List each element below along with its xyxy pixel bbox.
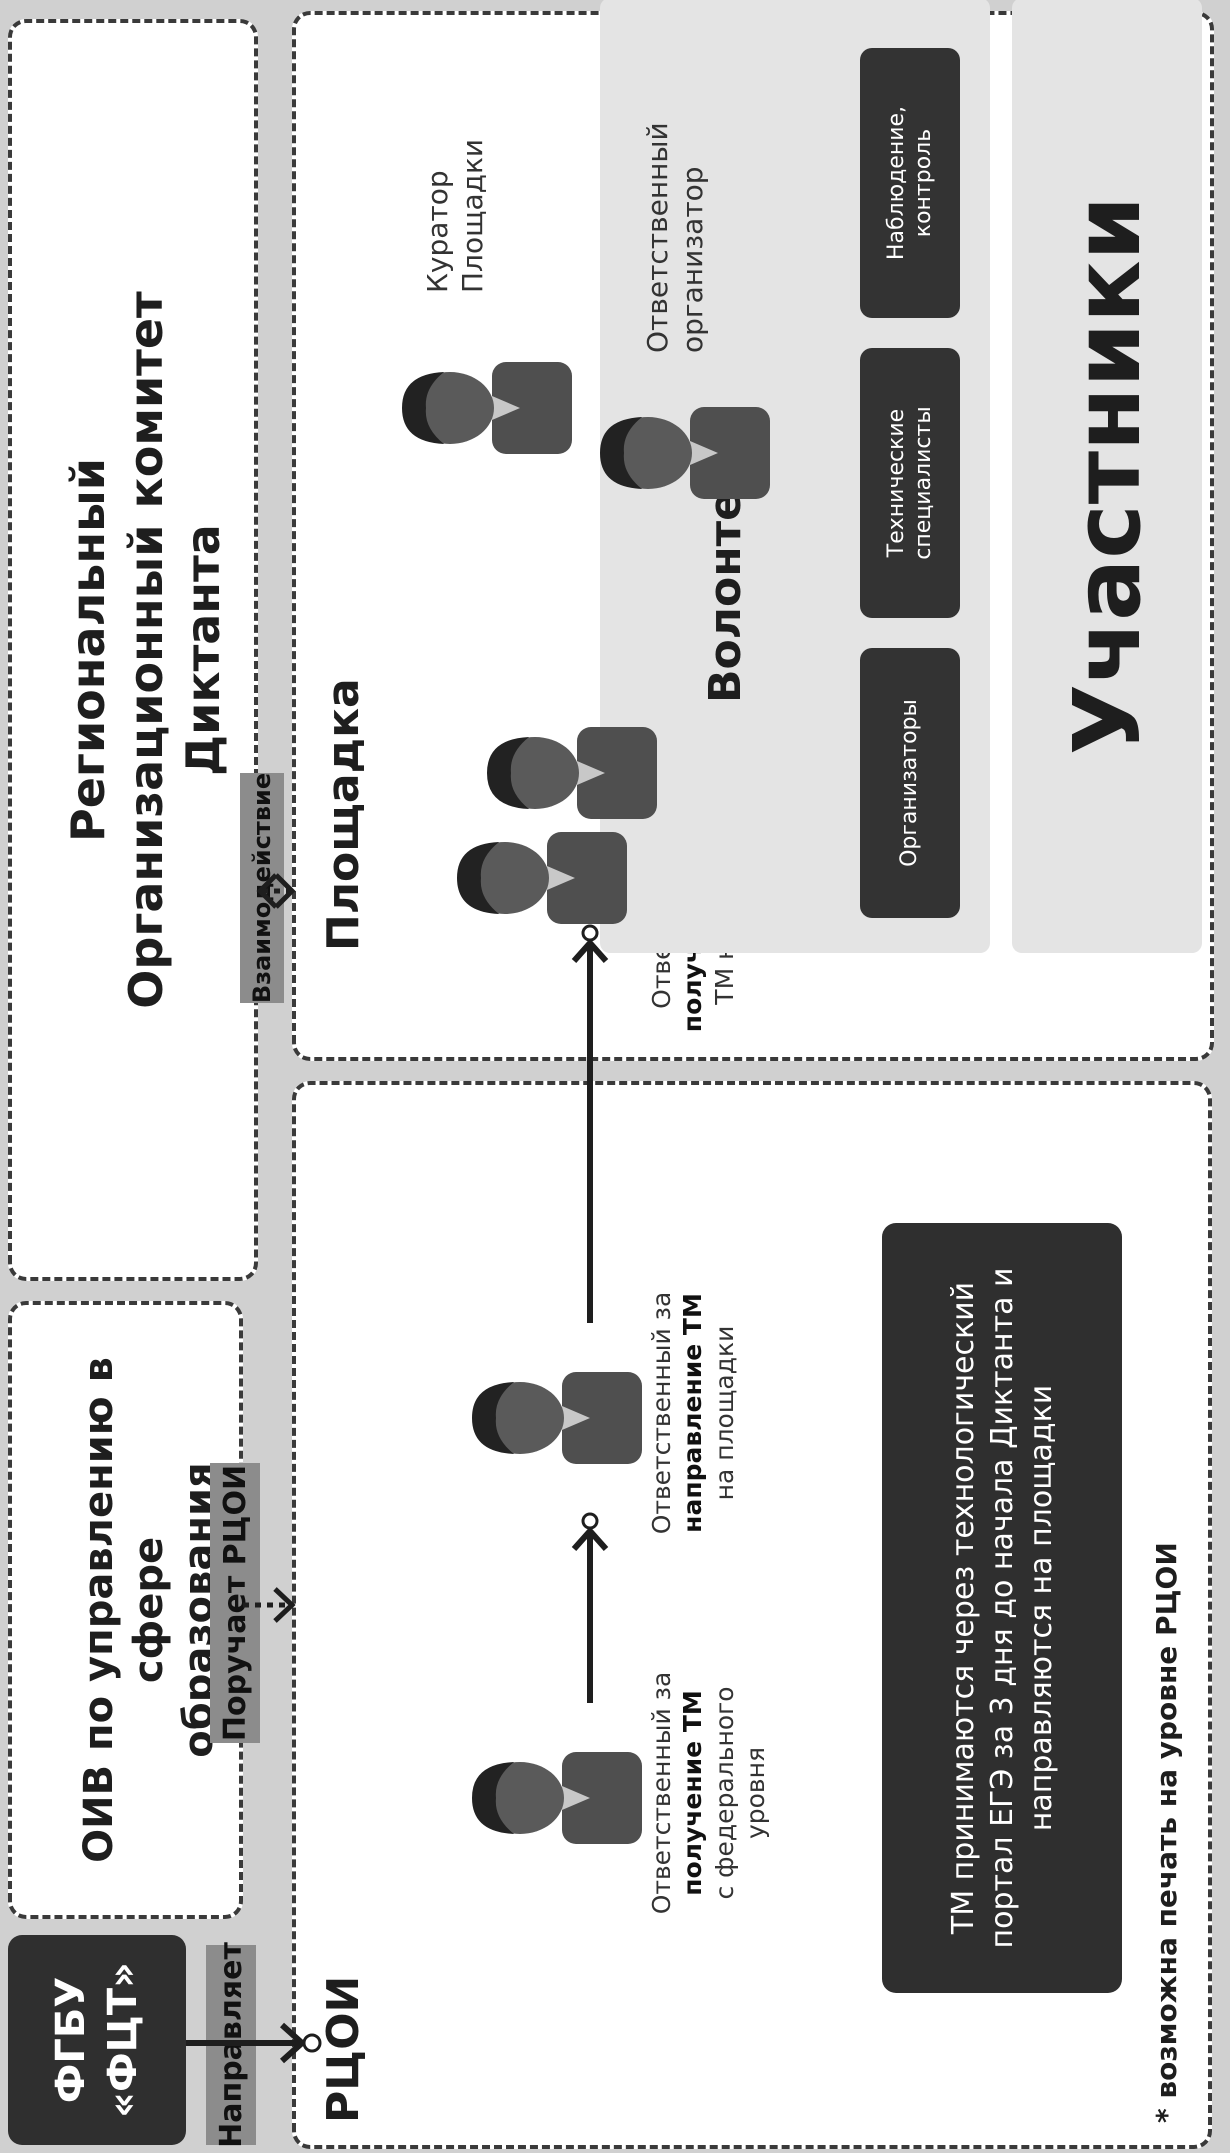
rcoi-person2-icon [472,1372,642,1464]
rcoi-arrow1-head [571,1526,609,1551]
interaction-arrowhead-down [274,873,296,909]
rcoi-to-site-head [571,938,609,963]
responsible-organizer-icon [600,407,770,499]
oiv-to-rcoi-arrowhead [273,1587,296,1623]
fgbu-to-rcoi-arrowhead [279,2022,307,2064]
interaction-arrowhead-up [256,873,278,909]
site-person2-icon [487,727,657,819]
rcoi-entry-node [302,2033,322,2053]
rcoi-person1-icon [472,1752,642,1844]
site-entry-node [581,924,599,942]
site-person1-icon [457,832,627,924]
curator-icon [402,362,572,454]
rcoi-arrow1-node [581,1512,599,1530]
